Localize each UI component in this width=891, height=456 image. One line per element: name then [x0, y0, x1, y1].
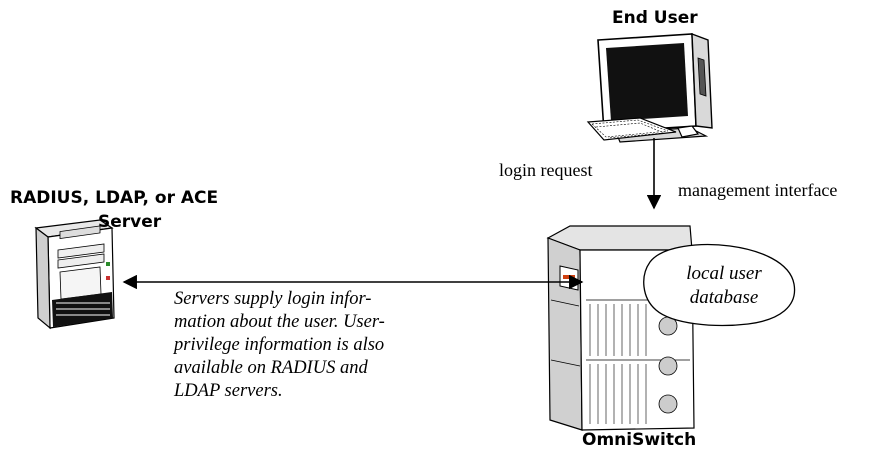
end-user-label: End User — [612, 8, 698, 28]
server-info-note: Servers supply login infor- mation about… — [174, 288, 385, 403]
omniswitch-label: OmniSwitch — [582, 430, 697, 450]
note-line-2: mation about the user. User- — [174, 312, 385, 332]
server-tower-icon — [34, 219, 115, 330]
local-db-line-1: local user — [686, 263, 762, 284]
local-user-database-label: local user database — [664, 262, 784, 310]
local-user-database-bubble — [643, 243, 796, 327]
note-line-1: Servers supply login infor- — [174, 289, 372, 309]
note-line-5: LDAP servers. — [174, 381, 283, 401]
login-request-label: login request — [499, 160, 593, 180]
server-label-line-2: Server — [98, 212, 162, 232]
local-db-line-2: database — [689, 287, 759, 308]
note-line-3: privilege information is also — [174, 335, 385, 355]
computer-icon — [586, 32, 713, 143]
server-label-line-1: RADIUS, LDAP, or ACE — [10, 188, 219, 208]
management-interface-label: management interface — [678, 180, 838, 200]
note-line-4: available on RADIUS and — [174, 358, 368, 378]
